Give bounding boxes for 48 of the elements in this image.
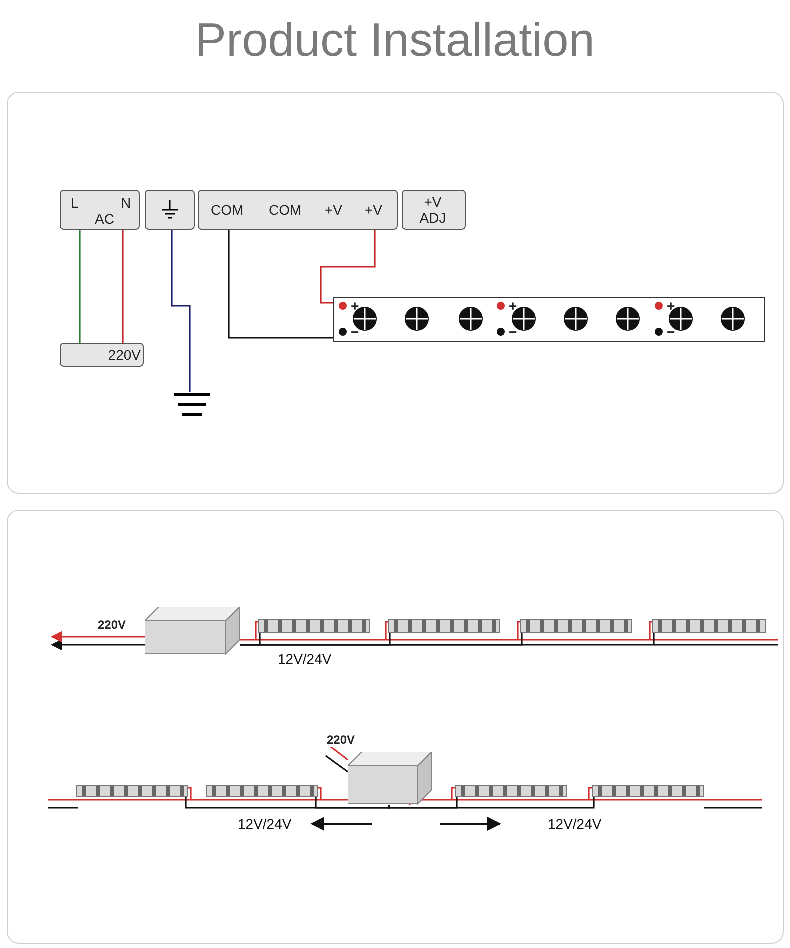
- terminal-label: COM: [211, 202, 244, 218]
- wire: [122, 230, 124, 343]
- wire: [171, 230, 191, 392]
- wire: [79, 230, 81, 343]
- voltage-label: 12V/24V: [548, 816, 602, 832]
- terminal-label: +V: [365, 202, 383, 218]
- title: Product Installation: [194, 12, 596, 67]
- voltage-label: 12V/24V: [278, 651, 332, 667]
- terminal-label: COM: [269, 202, 302, 218]
- polarity-sign: +: [351, 298, 360, 314]
- led-strip: [652, 619, 766, 633]
- wire: [388, 797, 595, 809]
- terminal-label: +V: [325, 202, 343, 218]
- polarity-sign: +: [509, 298, 518, 314]
- voltage-label: 12V/24V: [238, 816, 292, 832]
- wire: [315, 797, 390, 809]
- wire: [240, 633, 655, 646]
- terminal-block: [60, 343, 144, 367]
- led-strip: [206, 785, 318, 797]
- ground-terminal: [145, 190, 195, 230]
- power-supply-drawing: [348, 752, 432, 805]
- voltage-label: 220V: [325, 733, 358, 747]
- wire: [50, 631, 145, 643]
- terminal-label: L: [71, 195, 79, 211]
- voltage-label: 220V: [107, 346, 142, 365]
- led-strip: [333, 297, 765, 342]
- polarity-sign: −: [667, 324, 676, 340]
- polarity-sign: +: [667, 298, 676, 314]
- terminal-block: [60, 190, 140, 230]
- wire: [228, 230, 333, 339]
- wire: [320, 230, 376, 304]
- terminal-label: +V ADJ: [418, 193, 448, 228]
- wire: [50, 639, 145, 651]
- polarity-sign: −: [351, 324, 360, 340]
- led-strip: [388, 619, 500, 633]
- terminal-label: N: [121, 195, 132, 211]
- led-strip: [520, 619, 632, 633]
- terminal-block: [402, 190, 466, 230]
- led-strip: [258, 619, 370, 633]
- polarity-sign: −: [509, 324, 518, 340]
- led-strip: [455, 785, 567, 797]
- power-supply-drawing: [145, 607, 240, 655]
- wire: [326, 755, 348, 773]
- led-strip: [592, 785, 704, 797]
- terminal-block: [198, 190, 398, 230]
- voltage-label: 220V: [96, 618, 128, 632]
- terminal-label: AC: [95, 211, 114, 227]
- led-strip: [76, 785, 188, 797]
